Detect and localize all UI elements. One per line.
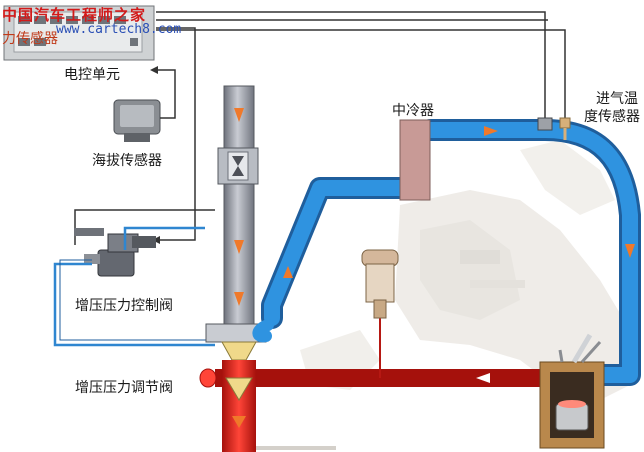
intercooler [399,119,431,201]
watermark-url: www.cartech8.com [56,22,182,37]
intercooler-label: 中冷器 [392,103,434,119]
boost-control-valve [74,228,156,277]
intake-pipe [252,119,641,386]
flow-arrow-intake-3 [625,244,635,258]
wastegate-actuator [361,249,399,378]
flow-arrow-down-1 [234,108,244,122]
ecu-module [3,5,155,61]
altitude-sensor [113,99,161,142]
flow-arrow-down-3 [234,292,244,306]
control-hoses [53,226,215,347]
boost-regulating-valve-label: 增压压力调节阀 [75,380,173,396]
flow-arrow-intake-2 [484,126,498,136]
wire-arrow-ecu [150,66,158,74]
pressure-sensor-label: 力传感器 [2,31,58,47]
intake-temp-sensor [537,117,571,140]
exhaust-pipe [199,360,560,452]
boost-control-valve-label: 增压压力控制阀 [75,298,173,314]
engine-bay-background [300,140,640,400]
watermark-chinese: 中国汽车工程师之家 [2,6,147,24]
engine-cylinder [539,333,605,449]
flow-arrow-intake-1 [283,266,293,278]
flow-arrow-exhaust-2 [232,416,246,428]
intake-temp-sensor-label-2: 度传感器 [584,109,640,125]
intake-temp-sensor-label-1: 进气温 [596,91,638,107]
turbo-column [205,85,267,361]
ecu-label: 电控单元 [64,67,120,83]
flow-arrow-exhaust-1 [476,373,490,383]
flow-arrow-down-2 [234,240,244,254]
altitude-sensor-label: 海拔传感器 [92,153,162,169]
exhaust-port-bar [256,446,336,450]
